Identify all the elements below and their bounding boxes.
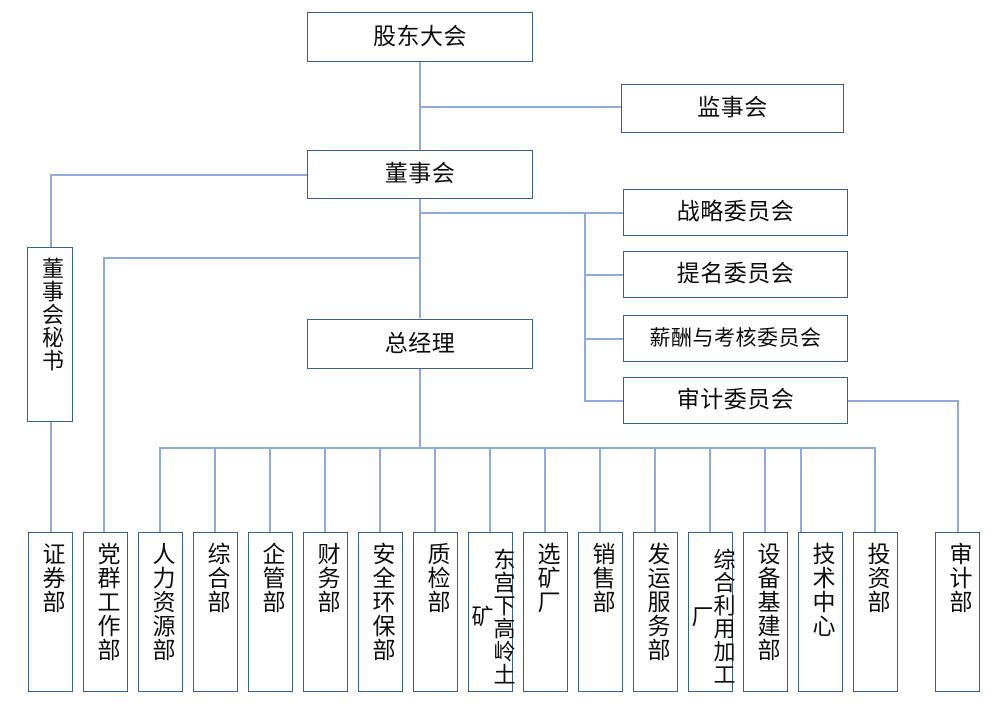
connector-dept-9 — [489, 447, 491, 532]
node-label: 选矿厂 — [533, 542, 559, 614]
connector-committee-bus-v — [584, 212, 586, 401]
connector-gm-partywork-h — [103, 257, 420, 259]
node-department-audit[interactable]: 审计部 — [935, 532, 980, 692]
node-label: 发运服务部 — [643, 542, 669, 662]
node-committee-nomination[interactable]: 提名委员会 — [623, 251, 848, 298]
connector-dept-13 — [709, 447, 711, 532]
connector-gm-partywork-v — [103, 257, 105, 532]
node-department-shipping-service[interactable]: 发运服务部 — [633, 532, 678, 692]
node-board-of-directors[interactable]: 董事会 — [307, 150, 533, 199]
node-department-human-resources[interactable]: 人力资源部 — [138, 532, 183, 692]
connector-dept-6 — [324, 447, 326, 532]
node-label: 综合部 — [203, 542, 229, 614]
node-label: 综合利用加工厂 — [687, 547, 735, 686]
node-department-investment[interactable]: 投资部 — [853, 532, 898, 692]
node-department-enterprise-management[interactable]: 企管部 — [248, 532, 293, 692]
node-label: 证券部 — [38, 542, 64, 614]
node-label: 薪酬与考核委员会 — [649, 326, 822, 351]
node-label: 党群工作部 — [93, 542, 119, 662]
node-department-party-work[interactable]: 党群工作部 — [83, 532, 128, 692]
connector-gm-down — [419, 369, 421, 447]
node-label: 审计部 — [945, 542, 971, 614]
connector-dept-15-16-h — [800, 447, 874, 449]
connector-shareholders-supervisory — [419, 106, 624, 108]
connector-dept-8 — [434, 447, 436, 532]
node-department-securities[interactable]: 证券部 — [28, 532, 73, 692]
connector-committee-3 — [584, 338, 624, 340]
connector-committee-1 — [584, 212, 624, 214]
connector-dept-10 — [544, 447, 546, 532]
node-department-safety-environment[interactable]: 安全环保部 — [358, 532, 403, 692]
node-department-finance[interactable]: 财务部 — [303, 532, 348, 692]
node-shareholders-meeting[interactable]: 股东大会 — [307, 12, 533, 62]
node-committee-strategy[interactable]: 战略委员会 — [623, 189, 848, 236]
connector-secretary-securities — [50, 422, 52, 532]
node-department-ore-dressing-plant[interactable]: 选矿厂 — [523, 532, 568, 692]
node-label: 股东大会 — [373, 23, 467, 50]
connector-dept-15 — [800, 447, 802, 532]
node-board-secretary[interactable]: 董事会秘书 — [27, 247, 73, 422]
node-committee-remuneration-appraisal[interactable]: 薪酬与考核委员会 — [623, 315, 848, 362]
node-department-general-affairs[interactable]: 综合部 — [193, 532, 238, 692]
node-label: 监事会 — [697, 95, 768, 122]
node-department-technology-center[interactable]: 技术中心 — [798, 532, 843, 692]
connector-dept-16 — [874, 447, 876, 532]
node-label: 战略委员会 — [676, 199, 795, 226]
connector-dept-14 — [764, 447, 766, 532]
node-supervisory-board[interactable]: 监事会 — [621, 84, 844, 133]
connector-dept-12 — [654, 447, 656, 532]
node-label: 总经理 — [384, 330, 456, 357]
node-label: 投资部 — [863, 542, 889, 614]
connector-board-committee-bus-h — [419, 212, 585, 214]
node-department-sales[interactable]: 销售部 — [578, 532, 623, 692]
connector-board-secretary-h — [50, 174, 308, 176]
node-committee-audit[interactable]: 审计委员会 — [623, 377, 848, 424]
connector-dept-7 — [379, 447, 381, 532]
node-label: 审计委员会 — [676, 387, 795, 414]
node-label: 提名委员会 — [676, 261, 795, 288]
node-label: 质检部 — [423, 542, 449, 614]
node-label: 董事会秘书 — [38, 257, 63, 372]
connector-dept-11 — [599, 447, 601, 532]
node-label: 安全环保部 — [368, 542, 394, 662]
node-label: 设备基建部 — [753, 542, 779, 662]
connector-board-secretary-v — [50, 174, 52, 248]
connector-dept-4 — [214, 447, 216, 532]
connector-dept-3 — [159, 447, 161, 532]
node-label: 财务部 — [313, 542, 339, 614]
connector-committee-4 — [584, 400, 624, 402]
connector-department-bus — [159, 447, 800, 449]
node-label: 企管部 — [258, 542, 284, 614]
node-general-manager[interactable]: 总经理 — [307, 319, 533, 369]
node-label: 人力资源部 — [148, 542, 174, 662]
node-department-quality-inspection[interactable]: 质检部 — [413, 532, 458, 692]
connector-audit-committee-h — [848, 400, 959, 402]
node-label: 销售部 — [588, 542, 614, 614]
node-label: 技术中心 — [808, 542, 834, 638]
node-label: 董事会 — [384, 161, 456, 188]
connector-dept-5 — [269, 447, 271, 532]
node-label: 东宫下高岭土矿 — [467, 547, 515, 686]
connector-committee-2 — [584, 274, 624, 276]
node-department-comprehensive-utilization-plant[interactable]: 综合利用加工厂 — [687, 532, 735, 692]
node-department-equipment-construction[interactable]: 设备基建部 — [743, 532, 788, 692]
node-department-donggongxia-kaolin-mine[interactable]: 东宫下高岭土矿 — [467, 532, 515, 692]
connector-audit-committee-v — [957, 400, 959, 532]
